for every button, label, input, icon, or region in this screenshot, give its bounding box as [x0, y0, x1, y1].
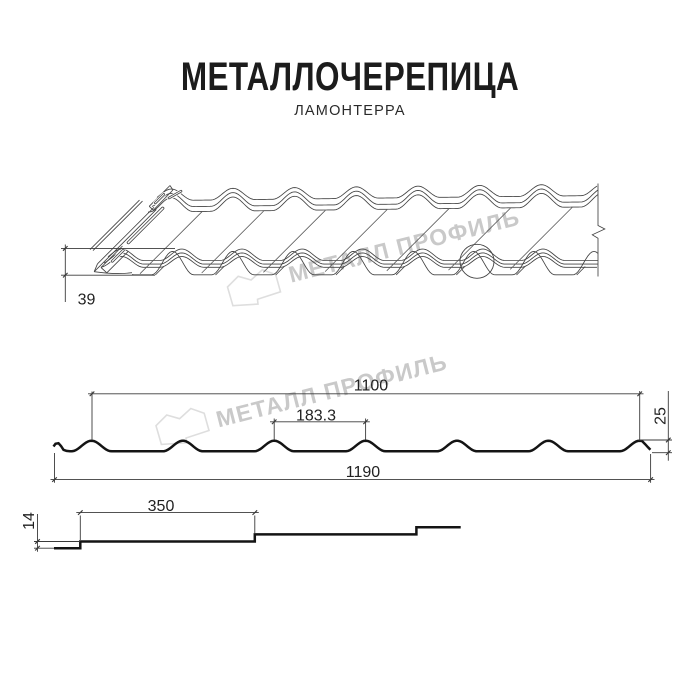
svg-text:14: 14	[21, 512, 38, 530]
svg-text:1190: 1190	[346, 464, 381, 481]
svg-text:183.3: 183.3	[296, 408, 336, 425]
svg-text:25: 25	[653, 407, 670, 425]
svg-text:1100: 1100	[354, 378, 389, 395]
svg-text:39: 39	[78, 292, 96, 309]
svg-text:350: 350	[148, 498, 175, 515]
